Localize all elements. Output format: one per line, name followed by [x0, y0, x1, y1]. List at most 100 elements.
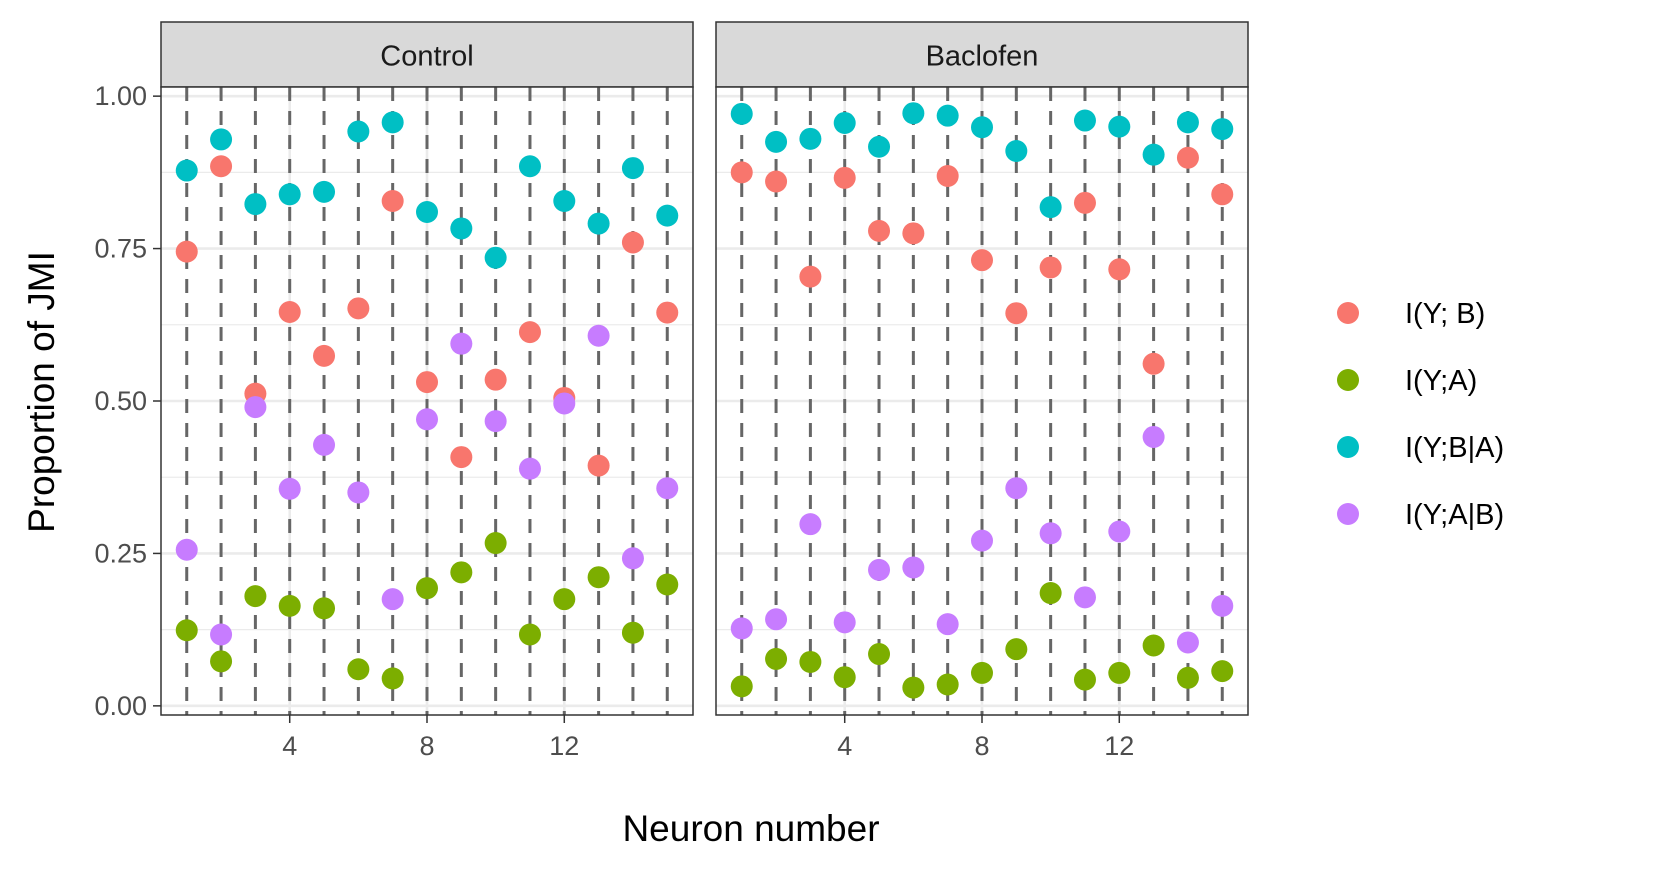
data-point — [1211, 660, 1234, 683]
data-point — [936, 613, 959, 636]
data-point — [244, 585, 267, 608]
data-point — [1073, 586, 1096, 609]
y-axis: 0.000.250.500.751.00 — [94, 81, 161, 721]
data-point — [381, 667, 404, 690]
legend-item: I(Y; B) — [1337, 298, 1485, 330]
data-point — [902, 676, 925, 699]
data-point — [347, 297, 370, 320]
data-point — [868, 643, 891, 666]
data-point — [621, 621, 644, 644]
x-tick-label: 4 — [837, 731, 852, 761]
data-point — [1142, 425, 1165, 448]
x-tick-label: 8 — [419, 731, 434, 761]
data-point — [765, 170, 788, 193]
data-point — [971, 116, 993, 139]
data-point — [450, 446, 473, 469]
legend-key — [1337, 302, 1359, 324]
data-point — [730, 617, 753, 640]
x-tick-label: 12 — [549, 731, 579, 761]
data-point — [313, 597, 336, 620]
data-point — [278, 477, 301, 500]
data-point — [799, 650, 822, 673]
data-point — [936, 165, 959, 188]
data-point — [868, 558, 891, 581]
data-point — [656, 573, 679, 596]
data-point — [799, 265, 822, 288]
data-point — [450, 332, 473, 355]
data-point — [347, 481, 370, 504]
data-point — [1211, 183, 1234, 206]
data-point — [1039, 256, 1062, 279]
data-point — [902, 556, 925, 579]
data-point — [313, 180, 336, 203]
data-point — [1108, 661, 1131, 684]
data-point — [484, 410, 507, 433]
data-point — [621, 547, 644, 570]
data-point — [553, 392, 576, 415]
y-tick-label: 0.50 — [94, 386, 147, 416]
data-point — [1073, 668, 1096, 691]
data-point — [799, 127, 822, 150]
data-point — [936, 673, 959, 696]
data-point — [799, 513, 822, 536]
data-point — [484, 368, 507, 391]
data-point — [730, 675, 753, 698]
data-point — [416, 371, 438, 394]
legend-label: I(Y;A) — [1405, 365, 1477, 397]
data-point — [587, 324, 610, 347]
data-point — [313, 344, 336, 367]
data-point — [313, 433, 336, 456]
data-point — [1005, 638, 1028, 661]
data-point — [1142, 634, 1165, 657]
data-point — [347, 120, 370, 143]
data-point — [347, 658, 370, 681]
data-point — [730, 102, 753, 125]
data-point — [971, 249, 993, 272]
legend-item: I(Y;A) — [1337, 365, 1477, 397]
data-point — [1176, 666, 1199, 689]
data-point — [416, 200, 438, 223]
data-point — [1108, 115, 1131, 138]
legend-label: I(Y;A|B) — [1405, 499, 1504, 531]
data-point — [1073, 109, 1096, 132]
data-point — [902, 222, 925, 245]
data-point — [1142, 352, 1165, 375]
data-point — [587, 454, 610, 477]
data-point — [1211, 594, 1234, 617]
data-point — [278, 300, 301, 323]
data-point — [381, 111, 404, 134]
data-point — [621, 157, 644, 180]
data-point — [381, 190, 404, 213]
data-point — [210, 128, 233, 151]
data-point — [416, 577, 438, 600]
data-point — [244, 396, 267, 419]
data-point — [553, 588, 576, 611]
legend-key — [1337, 436, 1359, 458]
x-tick-label: 12 — [1104, 731, 1134, 761]
data-point — [1176, 631, 1199, 654]
x-tick-label: 8 — [974, 731, 989, 761]
data-point — [621, 231, 644, 254]
data-point — [484, 246, 507, 269]
data-point — [175, 159, 198, 182]
data-point — [450, 561, 473, 584]
data-point — [833, 111, 856, 134]
data-point — [971, 661, 993, 684]
y-axis-label: Proportion of JMI — [21, 251, 62, 533]
data-point — [1073, 191, 1096, 214]
data-point — [1211, 118, 1234, 141]
data-point — [210, 623, 233, 646]
data-point — [518, 623, 541, 646]
data-point — [278, 183, 301, 206]
data-point — [656, 301, 679, 324]
data-point — [1108, 258, 1131, 281]
data-point — [1142, 143, 1165, 166]
data-point — [1108, 520, 1131, 543]
data-point — [765, 647, 788, 670]
data-point — [244, 193, 267, 216]
data-point — [587, 566, 610, 589]
data-point — [175, 538, 198, 561]
legend-key — [1337, 503, 1359, 525]
